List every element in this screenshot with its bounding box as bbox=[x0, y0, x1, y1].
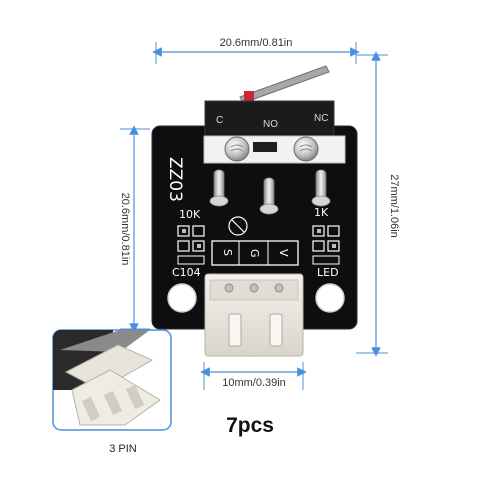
lever-roller bbox=[244, 91, 254, 103]
inset-caption: 3 PIN bbox=[109, 443, 137, 455]
pcb-side-marking: ZZ03 bbox=[165, 157, 185, 202]
resistor-label-1k: 1K bbox=[314, 206, 329, 219]
led-label: LED bbox=[317, 266, 339, 279]
quantity-label: 7pcs bbox=[226, 414, 274, 437]
dimension-connector: 10mm/0.39in bbox=[200, 362, 307, 390]
switch-label-c: C bbox=[216, 115, 223, 126]
screw-left-icon bbox=[224, 136, 250, 162]
pin-label-s: S bbox=[221, 249, 234, 256]
resistor-label-10k: 10K bbox=[179, 208, 201, 221]
connector-closeup-inset bbox=[52, 329, 172, 431]
mount-hole-right bbox=[315, 283, 345, 313]
pcb-board: ZZ03 10K 1K C104 LED bbox=[151, 125, 358, 330]
connector-3pin bbox=[204, 273, 304, 357]
right-height-label: 27mm/1.06in bbox=[388, 174, 400, 238]
pcb-logo-icon bbox=[228, 216, 248, 236]
screw-right-icon bbox=[293, 136, 319, 162]
switch-label-nc: NC bbox=[314, 113, 328, 124]
pin-label-v: V bbox=[277, 249, 290, 257]
capacitor-label: C104 bbox=[172, 266, 201, 279]
switch-label-no: NO bbox=[263, 119, 278, 130]
top-width-label: 20.6mm/0.81in bbox=[220, 37, 293, 49]
pin-header-outline bbox=[211, 240, 299, 266]
switch-pins bbox=[209, 169, 331, 215]
mount-hole-left bbox=[167, 283, 197, 313]
switch-lever bbox=[239, 65, 330, 104]
dimension-left: 20.6mm/0.81in bbox=[119, 125, 150, 333]
microswitch: C NO NC bbox=[203, 100, 346, 164]
dimension-top: 20.6mm/0.81in bbox=[152, 37, 360, 64]
pin-label-g: G bbox=[248, 249, 261, 258]
smd-pads bbox=[177, 225, 340, 265]
left-height-label: 20.6mm/0.81in bbox=[119, 193, 131, 266]
connector-width-label: 10mm/0.39in bbox=[222, 377, 286, 389]
dimension-right: 27mm/1.06in bbox=[356, 51, 400, 357]
